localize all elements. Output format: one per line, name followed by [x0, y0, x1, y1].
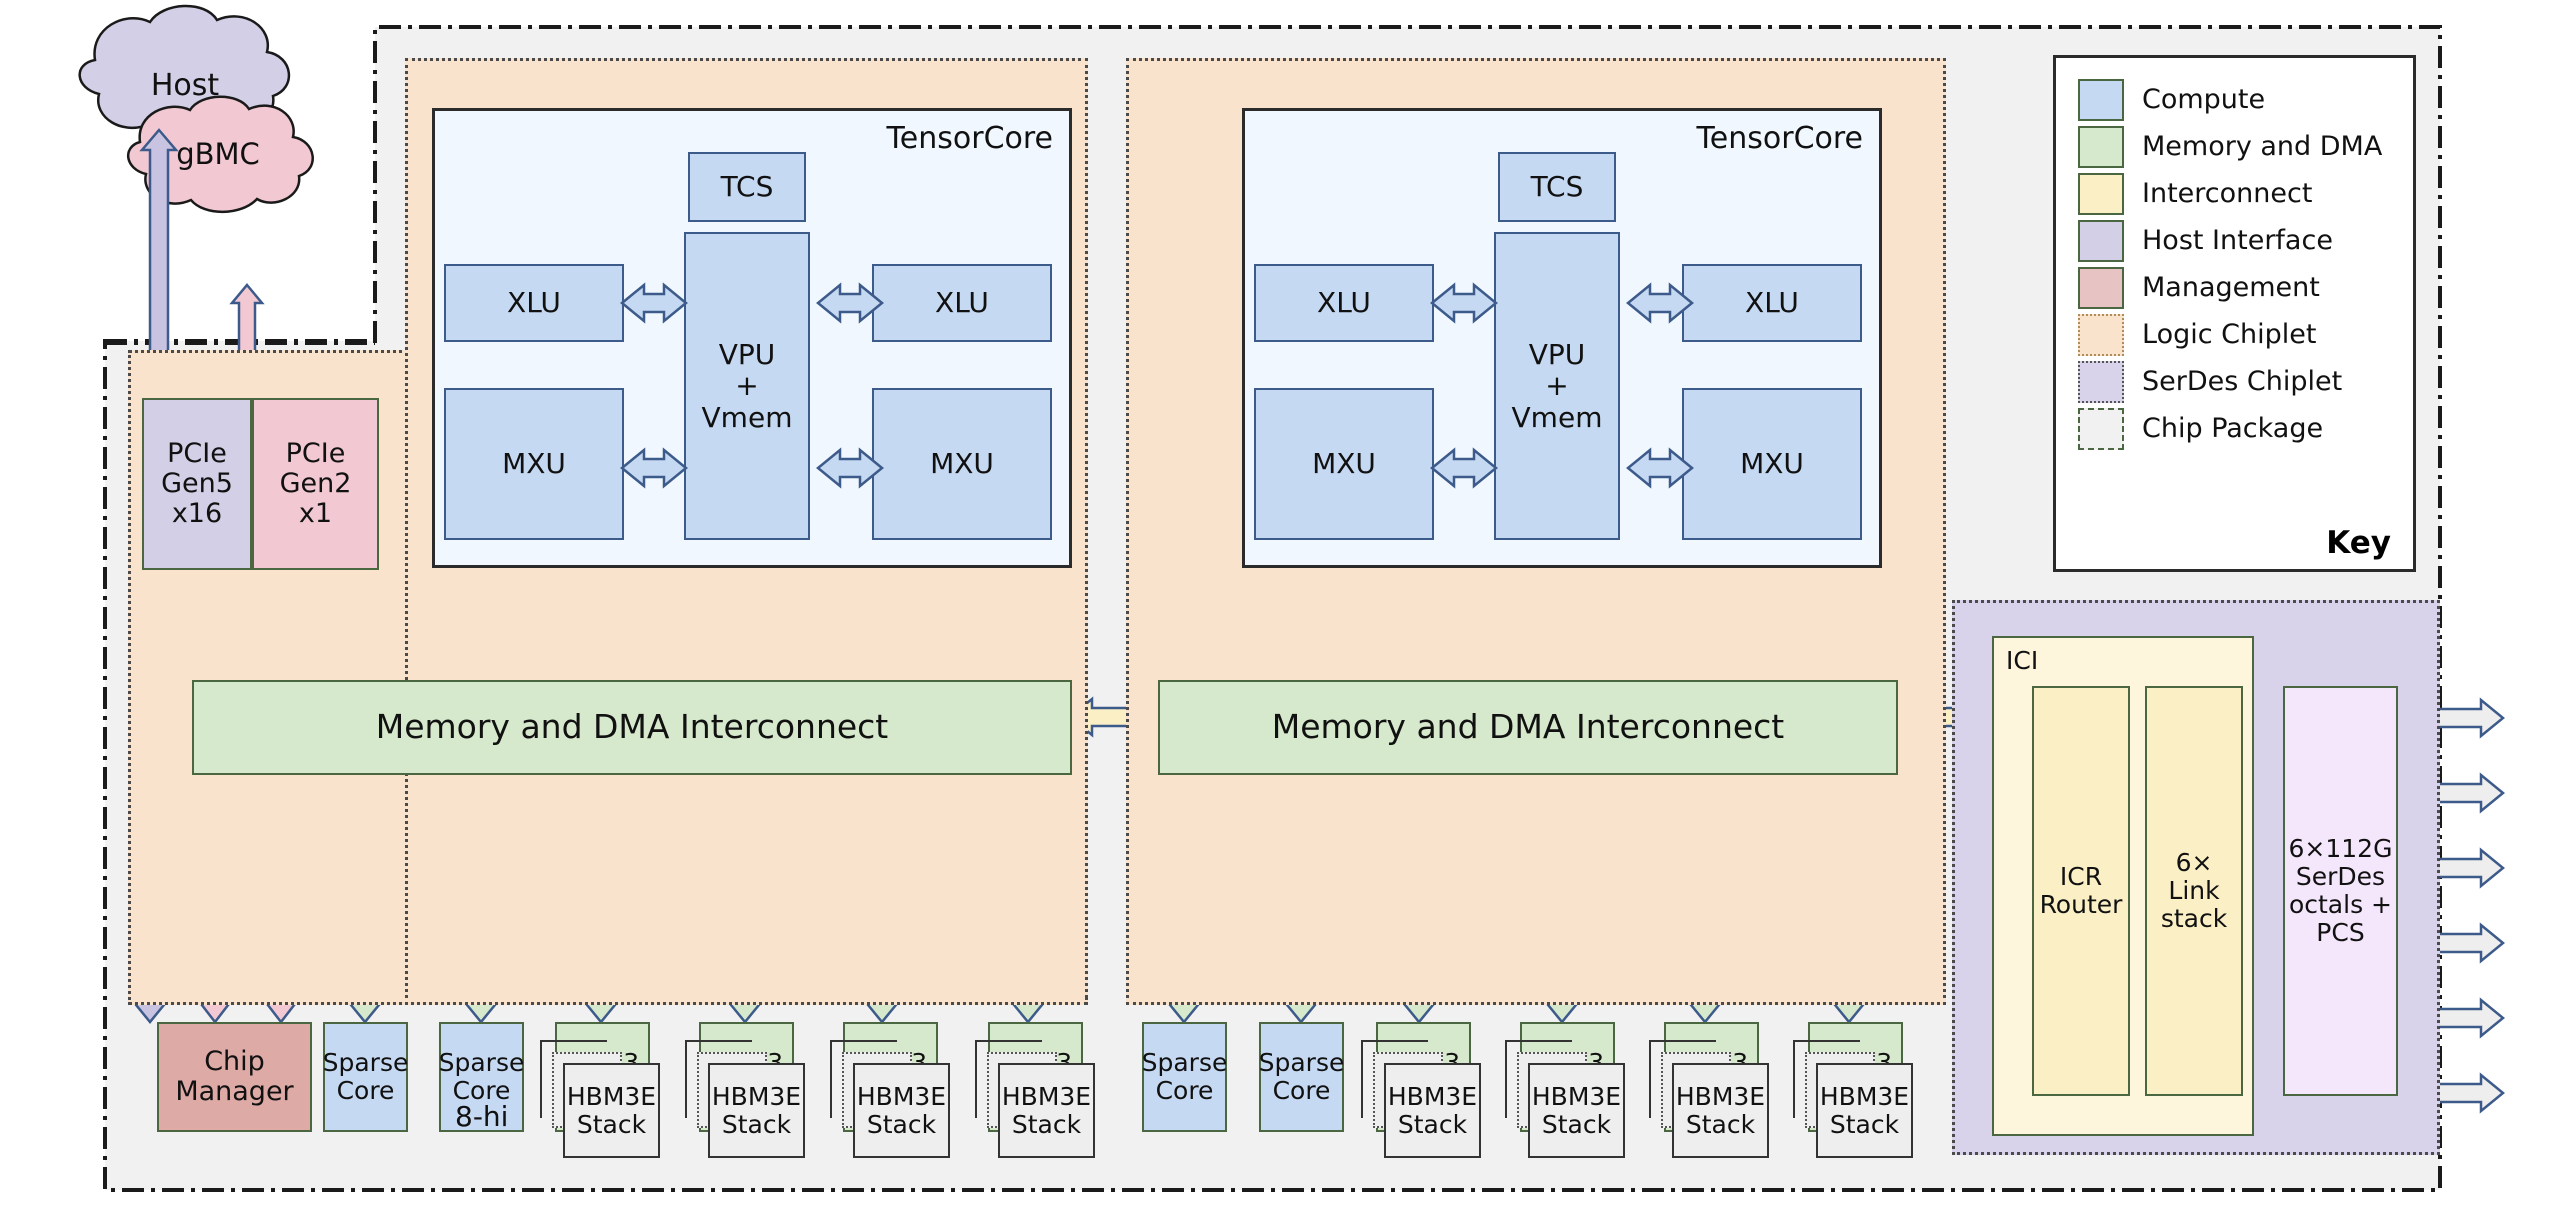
legend-swatch-logic-chiplet	[2078, 313, 2124, 356]
hbm3e-stack-left-3[interactable]: HBM3E Stack	[853, 1063, 950, 1158]
legend-label-compute: Compute	[2142, 84, 2266, 115]
vpu-vmem-right[interactable]: VPU + Vmem	[1494, 232, 1620, 540]
legend-key: Compute Memory and DMA Interconnect Host…	[2053, 55, 2416, 572]
tcs-left[interactable]: TCS	[688, 152, 806, 222]
hbm3e-stack-ghost-a-l4	[975, 1040, 1042, 1118]
legend-swatch-interconnect	[2078, 172, 2124, 215]
sparse-core-left-2[interactable]: Sparse Core	[439, 1022, 524, 1132]
legend-swatch-chip-package	[2078, 407, 2124, 450]
ici-label: ICI	[2006, 646, 2039, 675]
hbm3e-stack-ghost-a-l3	[830, 1040, 897, 1118]
legend-swatch-host-interface	[2078, 219, 2124, 262]
hbm3e-stack-ghost-a-r4	[1793, 1040, 1860, 1118]
legend-item-interconnect: Interconnect	[2078, 170, 2393, 217]
mxu-right-2[interactable]: MXU	[1682, 388, 1862, 540]
tensorcore-right-arrows	[1430, 282, 1694, 489]
pcie-gen5-block[interactable]: PCIe Gen5 x16	[142, 398, 252, 570]
hbm3e-stack-right-4[interactable]: HBM3E Stack	[1816, 1063, 1913, 1158]
sparse-core-right-1[interactable]: Sparse Core	[1142, 1022, 1227, 1132]
link-stack-block[interactable]: 6× Link stack	[2145, 686, 2243, 1096]
xlu-left-1[interactable]: XLU	[444, 264, 624, 342]
legend-item-memory-and-dma: Memory and DMA	[2078, 123, 2393, 170]
legend-label-memory-and-dma: Memory and DMA	[2142, 131, 2383, 162]
legend-item-chip-package: Chip Package	[2078, 405, 2393, 452]
tensorcore-left-arrows	[620, 282, 884, 489]
legend-label-chip-package: Chip Package	[2142, 413, 2324, 444]
mxu-right-1[interactable]: MXU	[1254, 388, 1434, 540]
icr-router-block[interactable]: ICR Router	[2032, 686, 2130, 1096]
hbm3e-stack-right-3[interactable]: HBM3E Stack	[1672, 1063, 1769, 1158]
pcie-gen2-block[interactable]: PCIe Gen2 x1	[252, 398, 379, 570]
hbm3e-stack-ghost-a-l2	[685, 1040, 752, 1118]
tcs-right[interactable]: TCS	[1498, 152, 1616, 222]
legend-swatch-management	[2078, 266, 2124, 309]
chip-manager-block[interactable]: Chip Manager	[157, 1022, 312, 1132]
hbm-stack-height-label: 8-hi	[455, 1100, 509, 1133]
hbm3e-stack-ghost-a-r1	[1361, 1040, 1428, 1118]
legend-swatch-memory-and-dma	[2078, 125, 2124, 168]
xlu-left-2[interactable]: XLU	[872, 264, 1052, 342]
hbm3e-stack-ghost-a-r3	[1649, 1040, 1716, 1118]
hbm3e-stack-right-2[interactable]: HBM3E Stack	[1528, 1063, 1625, 1158]
legend-item-compute: Compute	[2078, 76, 2393, 123]
legend-title: Key	[2326, 525, 2391, 561]
legend-item-logic-chiplet: Logic Chiplet	[2078, 311, 2393, 358]
legend-item-serdes-chiplet: SerDes Chiplet	[2078, 358, 2393, 405]
hbm3e-stack-left-4[interactable]: HBM3E Stack	[998, 1063, 1095, 1158]
memory-dma-interconnect-right[interactable]: Memory and DMA Interconnect	[1158, 680, 1898, 775]
gbmc-cloud-label: gBMC	[176, 137, 260, 171]
legend-item-host-interface: Host Interface	[2078, 217, 2393, 264]
memory-dma-interconnect-left[interactable]: Memory and DMA Interconnect	[192, 680, 1072, 775]
tensorcore-right-title: TensorCore	[1696, 121, 1863, 156]
serdes-octals-pcs-block[interactable]: 6×112G SerDes octals + PCS	[2283, 686, 2398, 1096]
hbm3e-stack-left-1[interactable]: HBM3E Stack	[563, 1063, 660, 1158]
legend-label-interconnect: Interconnect	[2142, 178, 2313, 209]
mxu-left-2[interactable]: MXU	[872, 388, 1052, 540]
legend-swatch-compute	[2078, 78, 2124, 121]
tensorcore-left-title: TensorCore	[886, 121, 1053, 156]
legend-label-management: Management	[2142, 272, 2320, 303]
xlu-right-2[interactable]: XLU	[1682, 264, 1862, 342]
hbm3e-stack-left-2[interactable]: HBM3E Stack	[708, 1063, 805, 1158]
mxu-left-1[interactable]: MXU	[444, 388, 624, 540]
vpu-vmem-left[interactable]: VPU + Vmem	[684, 232, 810, 540]
legend-label-host-interface: Host Interface	[2142, 225, 2333, 256]
legend-label-logic-chiplet: Logic Chiplet	[2142, 319, 2317, 350]
hbm3e-stack-ghost-a-l1	[540, 1040, 607, 1118]
hbm3e-stack-ghost-a-r2	[1505, 1040, 1572, 1118]
legend-item-management: Management	[2078, 264, 2393, 311]
legend-swatch-serdes-chiplet	[2078, 360, 2124, 403]
hbm3e-stack-right-1[interactable]: HBM3E Stack	[1384, 1063, 1481, 1158]
gbmc-cloud: gBMC	[127, 95, 314, 214]
sparse-core-left-1[interactable]: Sparse Core	[323, 1022, 408, 1132]
sparse-core-right-2[interactable]: Sparse Core	[1259, 1022, 1344, 1132]
legend-label-serdes-chiplet: SerDes Chiplet	[2142, 366, 2343, 397]
